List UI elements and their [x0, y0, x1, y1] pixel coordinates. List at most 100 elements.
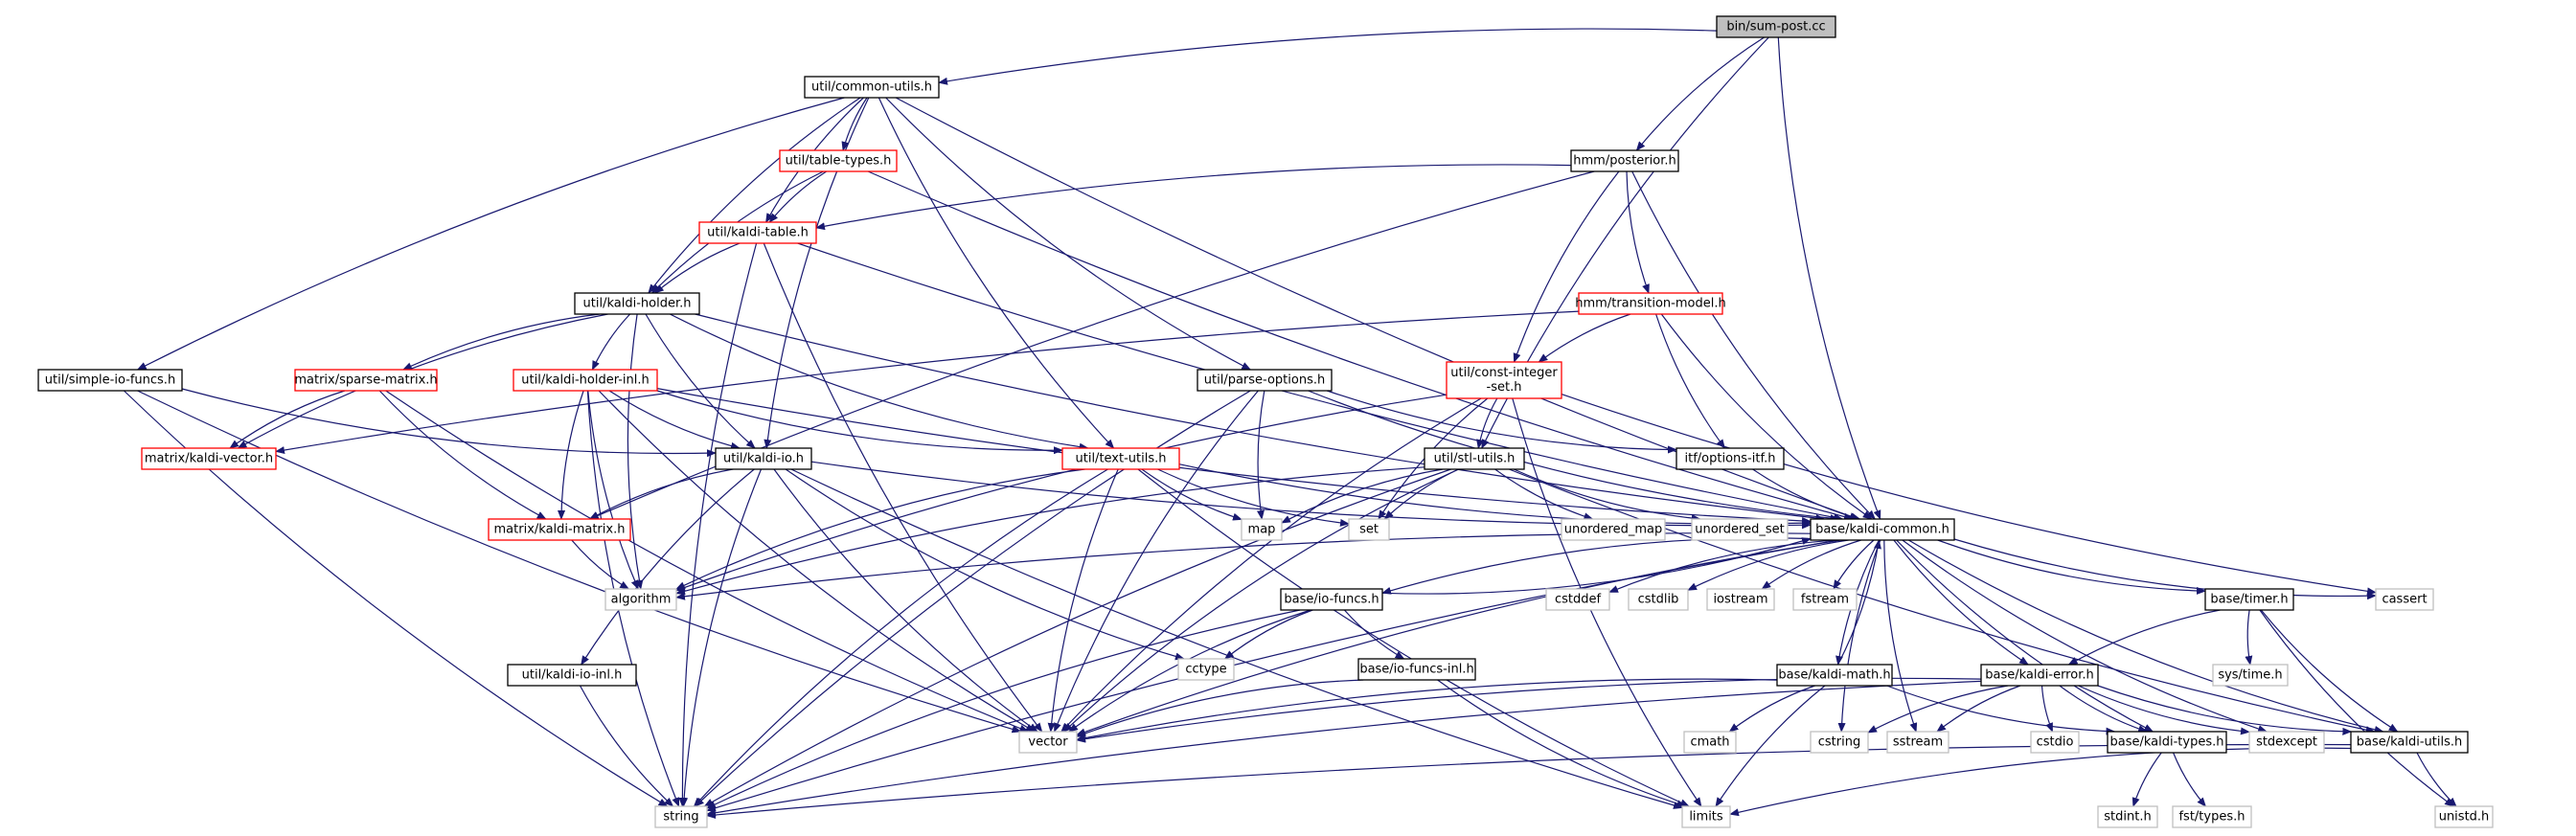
node-common-utils[interactable]: util/common-utils.h — [804, 76, 940, 99]
edge-kaldi-table-to-string — [678, 242, 758, 807]
node-parse-options[interactable]: util/parse-options.h — [1197, 369, 1333, 392]
node-box — [2434, 805, 2494, 828]
edge-kaldi-io-to-limits — [790, 468, 1683, 809]
node-limits: limits — [1681, 805, 1731, 828]
node-kaldi-matrix[interactable]: matrix/kaldi-matrix.h — [488, 518, 631, 541]
edge-kaldi-io-to-kaldi-matrix — [588, 468, 734, 520]
node-label: bin/sum-post.cc — [1726, 20, 1825, 34]
node-label: base/kaldi-error.h — [1985, 668, 2093, 683]
node-box — [1706, 588, 1775, 611]
edge-const-integer-set-to-cassert — [1561, 394, 2377, 596]
edge-kaldi-holder-to-kaldi-io — [645, 313, 756, 449]
edge-stl-utils-to-algorithm — [675, 466, 1425, 596]
edge-timer-to-kaldi-utils — [2260, 609, 2399, 733]
node-box — [1177, 658, 1235, 681]
node-label: vector — [1028, 735, 1068, 750]
node-label: cctype — [1185, 663, 1226, 677]
edge-common-utils-to-simple-io-funcs — [136, 97, 845, 371]
edge-kaldi-utils-to-unistd — [2416, 752, 2457, 807]
node-kaldi-types[interactable]: base/kaldi-types.h — [2107, 731, 2227, 754]
node-io-funcs[interactable]: base/io-funcs.h — [1280, 588, 1383, 611]
node-label: hmm/transition-model.h — [1575, 297, 1725, 311]
node-box — [2212, 664, 2289, 687]
node-label: base/timer.h — [2210, 593, 2288, 607]
node-kaldi-common[interactable]: base/kaldi-common.h — [1810, 518, 1955, 541]
edge-common-utils-to-text-utils — [878, 97, 1115, 449]
node-label: util/kaldi-holder-inl.h — [521, 373, 649, 388]
node-label: hmm/posterior.h — [1573, 154, 1676, 169]
node-box — [2107, 731, 2227, 754]
node-box — [1280, 588, 1383, 611]
edge-const-integer-set-to-vector — [1060, 397, 1482, 733]
edge-common-utils-to-table-types — [841, 97, 868, 151]
node-kaldi-io[interactable]: util/kaldi-io.h — [715, 447, 812, 470]
node-box — [507, 664, 637, 687]
edge-io-funcs-inl-to-limits — [1437, 679, 1687, 808]
node-label: map — [1248, 523, 1276, 537]
node-transition-model[interactable]: hmm/transition-model.h — [1575, 292, 1726, 315]
node-box — [1570, 149, 1679, 172]
node-posterior[interactable]: hmm/posterior.h — [1570, 149, 1679, 172]
node-timer[interactable]: base/timer.h — [2204, 588, 2294, 611]
node-simple-io-funcs[interactable]: util/simple-io-funcs.h — [37, 369, 183, 392]
edge-transition-model-to-kaldi-common — [1660, 313, 1873, 520]
node-sparse-matrix[interactable]: matrix/sparse-matrix.h — [294, 369, 438, 392]
node-kaldi-utils[interactable]: base/kaldi-utils.h — [2350, 731, 2469, 754]
node-table-types[interactable]: util/table-types.h — [779, 149, 898, 172]
node-label: cassert — [2382, 593, 2427, 607]
edge-common-utils-to-kaldi-io — [764, 97, 870, 449]
node-unordered-map: unordered_map — [1561, 518, 1666, 541]
node-box — [2375, 588, 2434, 611]
node-label: util/const-integer — [1450, 366, 1558, 380]
node-stl-utils[interactable]: util/stl-utils.h — [1424, 447, 1525, 470]
node-box — [1681, 805, 1731, 828]
node-label: itf/options-itf.h — [1685, 452, 1776, 466]
node-label: util/stl-utils.h — [1434, 452, 1516, 466]
edge-stl-utils-to-vector — [1062, 468, 1459, 733]
node-box — [2248, 731, 2325, 754]
node-fstream: fstream — [1792, 588, 1858, 611]
edge-kaldi-common-to-kaldi-error — [1893, 539, 2029, 666]
node-io-funcs-inl[interactable]: base/io-funcs-inl.h — [1357, 658, 1476, 681]
node-kaldi-io-inl[interactable]: util/kaldi-io-inl.h — [507, 664, 637, 687]
node-box — [294, 369, 438, 392]
node-unistd: unistd.h — [2434, 805, 2494, 828]
edge-stl-utils-to-kaldi-utils — [1509, 468, 2376, 734]
edge-kaldi-holder-to-kaldi-holder-inl — [591, 313, 631, 371]
edge-kaldi-common-to-kaldi-types — [1896, 539, 2154, 733]
edge-kaldi-holder-to-algorithm — [627, 313, 644, 590]
node-label: -set.h — [1487, 380, 1522, 395]
node-options-itf[interactable]: itf/options-itf.h — [1676, 447, 1785, 470]
edge-kaldi-utils-to-limits — [1729, 747, 2352, 817]
node-kaldi-table[interactable]: util/kaldi-table.h — [698, 221, 817, 244]
edge-io-funcs-to-cctype — [1223, 609, 1313, 660]
node-label: base/kaldi-types.h — [2110, 735, 2224, 750]
node-label: matrix/kaldi-vector.h — [145, 452, 273, 466]
edge-text-utils-to-algorithm — [675, 468, 1085, 590]
node-box — [1628, 588, 1689, 611]
edge-table-types-to-kaldi-common — [867, 170, 1854, 521]
node-label: matrix/kaldi-matrix.h — [494, 523, 626, 537]
node-kaldi-error[interactable]: base/kaldi-error.h — [1980, 664, 2099, 687]
node-label: base/io-funcs.h — [1284, 593, 1379, 607]
node-label: util/kaldi-io-inl.h — [522, 668, 623, 683]
edge-timer-to-sys-time — [2245, 609, 2253, 666]
node-const-integer-set[interactable]: util/const-integer-set.h — [1446, 361, 1562, 399]
node-kaldi-math[interactable]: base/kaldi-math.h — [1776, 664, 1893, 687]
edge-kaldi-math-to-cmath — [1728, 685, 1815, 733]
node-text-utils[interactable]: util/text-utils.h — [1061, 447, 1180, 470]
node-kaldi-holder[interactable]: util/kaldi-holder.h — [574, 292, 700, 315]
edge-kaldi-holder-to-text-utils — [670, 313, 1089, 451]
edge-kaldi-io-to-kaldi-io-inl — [581, 468, 755, 666]
node-box — [804, 76, 940, 99]
node-kaldi-holder-inl[interactable]: util/kaldi-holder-inl.h — [513, 369, 658, 392]
node-stdint: stdint.h — [2097, 805, 2158, 828]
node-label: algorithm — [611, 593, 672, 607]
edge-options-itf-to-kaldi-common — [1752, 468, 1861, 521]
node-box — [1424, 447, 1525, 470]
edge-kaldi-holder-inl-to-vector — [598, 390, 1036, 733]
node-root[interactable]: bin/sum-post.cc — [1716, 15, 1836, 38]
node-kaldi-vector[interactable]: matrix/kaldi-vector.h — [141, 447, 277, 470]
node-label: cstdio — [2037, 735, 2074, 750]
node-box — [1197, 369, 1333, 392]
